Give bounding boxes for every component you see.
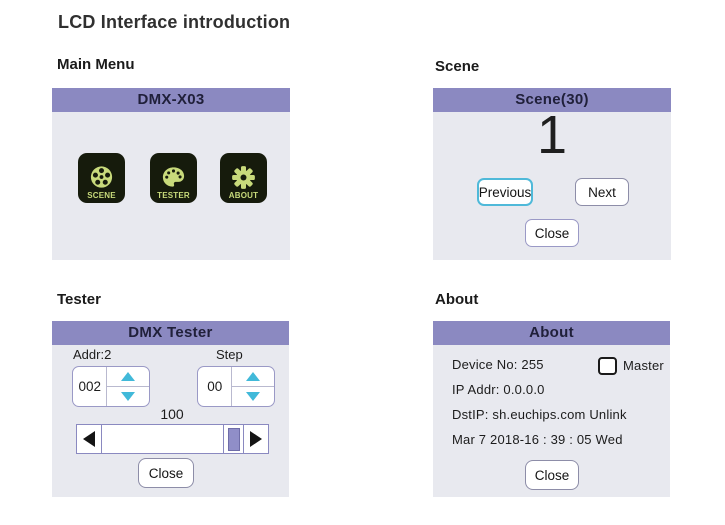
addr-spinner: 002 [72,366,150,407]
page-title: LCD Interface introduction [58,12,291,32]
palette-icon [160,164,187,191]
scene-title-bar: Scene(30) [433,88,671,112]
gear-icon [230,164,257,191]
main-menu-panel: DMX-X03 SCENE [52,88,290,260]
next-button[interactable]: Next [575,178,629,206]
step-label: Step [216,347,243,362]
device-no-text: Device No: 255 [452,357,544,372]
arrow-left-icon [83,431,95,447]
menu-item-about-label: ABOUT [228,191,259,200]
step-decrement-button[interactable] [232,387,274,406]
master-checkbox[interactable] [598,357,617,375]
about-panel: About Device No: 255 Master IP Addr: 0.0… [433,321,670,497]
master-label: Master [623,358,664,373]
addr-label: Addr:2 [73,347,112,362]
menu-item-tester-label: TESTER [157,191,190,200]
menu-item-about[interactable]: ABOUT [220,153,267,203]
tester-close-button[interactable]: Close [138,458,194,488]
addr-value: 002 [73,367,108,406]
scene-panel: Scene(30) 1 Previous Next Close [433,88,671,260]
step-increment-button[interactable] [232,367,274,387]
arrow-right-icon [250,431,262,447]
slider-left-button[interactable] [77,425,101,453]
arrow-up-icon [246,372,261,381]
scene-close-button[interactable]: Close [525,219,579,247]
slider-value-label: 100 [160,406,184,422]
tester-title-bar: DMX Tester [52,321,289,345]
about-title-bar: About [433,321,670,345]
main-menu-section-label: Main Menu [57,56,135,73]
step-spinner: 00 [197,366,275,407]
current-scene-number: 1 [536,105,568,165]
about-close-button[interactable]: Close [525,460,579,490]
previous-button[interactable]: Previous [477,178,533,206]
addr-increment-button[interactable] [107,367,149,387]
main-menu-title-bar: DMX-X03 [52,88,290,112]
film-reel-icon [88,164,115,191]
scene-section-label: Scene [435,58,480,75]
arrow-down-icon [246,392,261,401]
menu-item-scene[interactable]: SCENE [78,153,125,203]
about-section-label: About [435,291,479,308]
dmx-value-slider [76,424,269,454]
menu-item-scene-label: SCENE [87,191,116,200]
ip-addr-text: IP Addr: 0.0.0.0 [452,382,545,397]
tester-panel: DMX Tester Addr:2 Step 002 00 100 Close [52,321,289,497]
arrow-down-icon [121,392,136,401]
slider-right-button[interactable] [244,425,268,453]
dst-ip-text: DstIP: sh.euchips.com Unlink [452,407,627,422]
step-value: 00 [198,367,233,406]
datetime-text: Mar 7 2018-16 : 39 : 05 Wed [452,432,623,447]
slider-thumb-handle [227,427,240,451]
menu-item-tester[interactable]: TESTER [150,153,197,203]
slider-thumb[interactable] [224,425,244,453]
addr-decrement-button[interactable] [107,387,149,406]
tester-section-label: Tester [57,291,101,308]
arrow-up-icon [121,372,136,381]
slider-track[interactable] [101,425,224,453]
